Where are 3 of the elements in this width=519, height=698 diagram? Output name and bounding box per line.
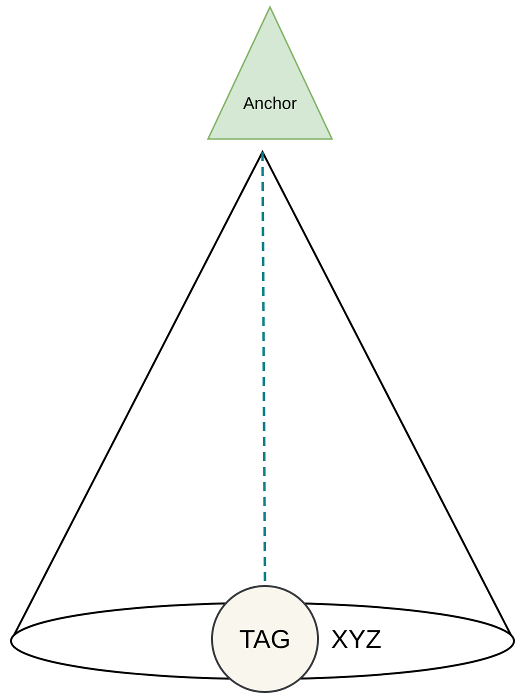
node-label: TAG [238,624,292,655]
side-label: XYZ [331,624,382,655]
node-label: Anchor [242,94,298,114]
